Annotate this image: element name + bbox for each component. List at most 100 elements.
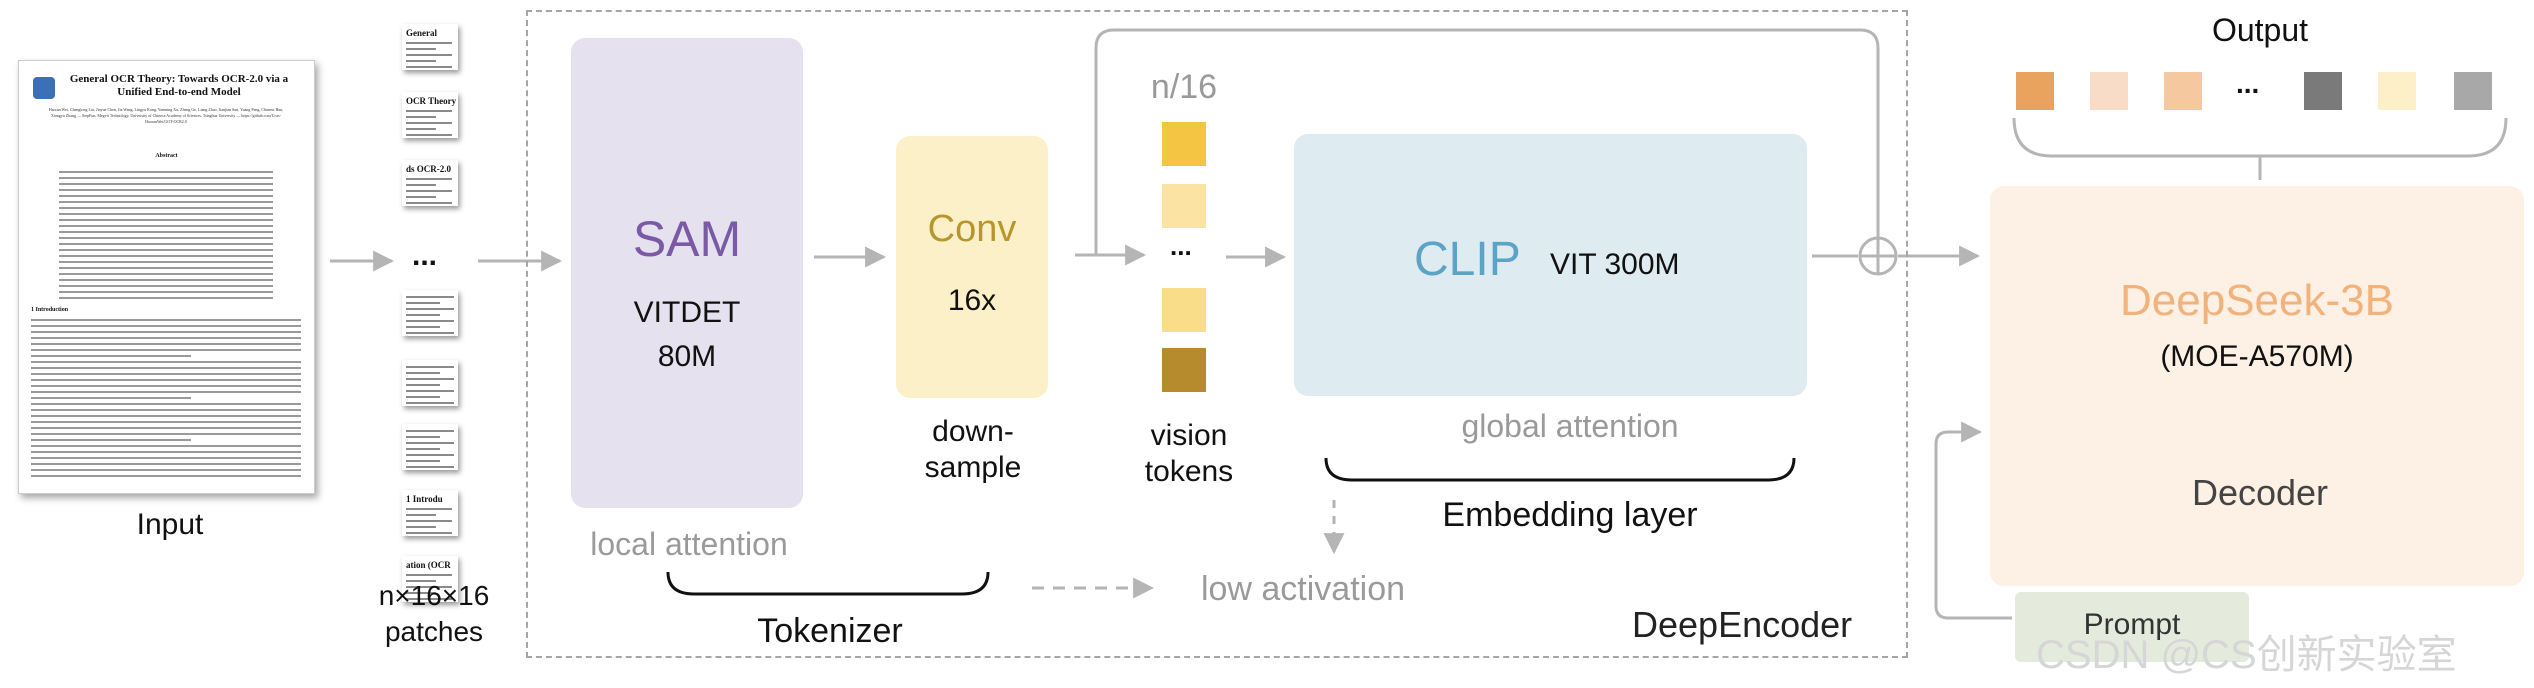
doc-authors: Haoran Wei, Chenglong Liu, Jinyue Chen, …	[48, 107, 284, 124]
output-token	[2090, 72, 2128, 110]
doc-text-line	[59, 249, 273, 251]
tokens-ellipsis: ...	[1170, 231, 1192, 261]
embedding-brace	[1324, 457, 1796, 482]
doc-text-line	[59, 189, 273, 191]
doc-text-line	[59, 207, 273, 209]
vision-token-3	[1162, 288, 1206, 332]
doc-abstract-heading: Abstract	[155, 153, 178, 159]
doc-text-line	[59, 261, 273, 263]
doc-text-line	[59, 171, 273, 173]
doc-text-line	[31, 367, 301, 369]
clip-spec: VIT 300M	[1550, 248, 1680, 281]
decoder-block: DeepSeek-3B (MOE-A570M)	[1990, 186, 2524, 586]
output-ellipsis: ...	[2236, 68, 2260, 99]
tokenizer-label: Tokenizer	[757, 612, 903, 650]
doc-text-line	[59, 201, 273, 203]
clip-title: CLIP	[1414, 233, 1521, 286]
vision-token-4	[1162, 348, 1206, 392]
prompt-label: Prompt	[2083, 608, 2181, 641]
doc-text-line	[31, 397, 191, 399]
embedding-layer-label: Embedding layer	[1442, 496, 1698, 534]
doc-text-line	[31, 331, 301, 333]
doc-title: General OCR Theory: Towards OCR-2.0 via …	[69, 73, 289, 98]
patches-label: n×16×16 patches	[378, 580, 490, 647]
patch-text: OCR Theory	[406, 96, 457, 106]
vision-token-2	[1162, 184, 1206, 228]
output-token	[2378, 72, 2416, 110]
decoder-spec: (MOE-A570M)	[2160, 340, 2354, 373]
conv-factor: 16x	[947, 284, 997, 317]
patch-thumbnail: OCR Theory	[402, 92, 458, 138]
doc-text-line	[59, 279, 273, 281]
prompt-block: Prompt	[2015, 592, 2249, 662]
doc-text-line	[59, 297, 273, 299]
doc-text-line	[59, 225, 273, 227]
doc-text-line	[31, 439, 191, 441]
doc-text-line	[31, 337, 301, 339]
doc-text-line	[59, 237, 273, 239]
downsample-label: down- sample	[924, 415, 1022, 484]
deepencoder-boundary	[526, 10, 1908, 658]
patch-text: General	[406, 28, 437, 38]
token-count-label: n/16	[1150, 68, 1218, 106]
doc-text-line	[31, 415, 301, 417]
doc-intro-heading: 1 Introduction	[31, 307, 69, 313]
doc-text-line	[59, 255, 273, 257]
patch-thumbnail: General	[402, 24, 458, 70]
decoder-label: Decoder	[2191, 472, 2329, 513]
patch-thumbnail: ation (OCR	[402, 556, 458, 602]
doc-text-line	[31, 403, 301, 405]
output-token	[2454, 72, 2492, 110]
patch-text: 1 Introdu	[406, 494, 443, 504]
sam-block: SAM VITDET 80M	[571, 38, 803, 508]
doc-text-line	[59, 243, 273, 245]
doc-text-line	[31, 385, 301, 387]
low-activation-label: low activation	[1200, 570, 1406, 608]
patch-thumbnail	[402, 360, 458, 406]
doc-text-line	[59, 219, 273, 221]
clip-block: CLIP VIT 300M	[1294, 134, 1807, 396]
global-attention-label: global attention	[1461, 408, 1679, 444]
vision-token-1	[1162, 122, 1206, 166]
doc-text-line	[31, 445, 301, 447]
doc-text-line	[31, 361, 301, 363]
vision-tokens-label: vision tokens	[1144, 419, 1234, 488]
doc-text-line	[59, 195, 273, 197]
watermark: CSDN @CS创新实验室	[2036, 633, 2457, 677]
deepencoder-label: DeepEncoder	[1632, 604, 1853, 645]
patch-text: ation (OCR	[406, 560, 451, 570]
doc-text-line	[31, 319, 301, 321]
doc-text-line	[31, 421, 301, 423]
conv-title: Conv	[927, 208, 1017, 250]
doc-text-line	[31, 349, 301, 351]
patch-text: ds OCR-2.0	[406, 164, 452, 174]
sam-sub1: VITDET	[633, 296, 741, 329]
doc-text-line	[31, 451, 301, 453]
doc-text-line	[59, 285, 273, 287]
doc-text-line	[59, 177, 273, 179]
doc-text-line	[31, 325, 301, 327]
doc-text-line	[31, 391, 301, 393]
doc-text-line	[31, 463, 301, 465]
patches-ellipsis: ...	[412, 239, 438, 272]
input-document: General OCR Theory: Towards OCR-2.0 via …	[18, 60, 315, 494]
doc-text-line	[31, 355, 191, 357]
logo-icon	[33, 77, 55, 99]
patch-thumbnail: ds OCR-2.0	[402, 160, 458, 206]
doc-text-line	[31, 343, 301, 345]
doc-text-line	[31, 433, 301, 435]
doc-text-line	[31, 379, 301, 381]
patch-thumbnail: 1 Introdu	[402, 490, 458, 536]
local-attention-label: local attention	[590, 526, 788, 562]
input-label: Input	[136, 508, 204, 541]
arrow-prompt-to-decoder	[1934, 421, 2012, 620]
doc-text-line	[59, 231, 273, 233]
doc-text-line	[59, 183, 273, 185]
doc-text-line	[31, 409, 301, 411]
decoder-title: DeepSeek-3B	[2120, 276, 2394, 325]
doc-text-line	[31, 469, 301, 471]
sam-sub2: 80M	[657, 340, 717, 373]
doc-text-line	[59, 291, 273, 293]
output-bracket	[2012, 117, 2508, 158]
